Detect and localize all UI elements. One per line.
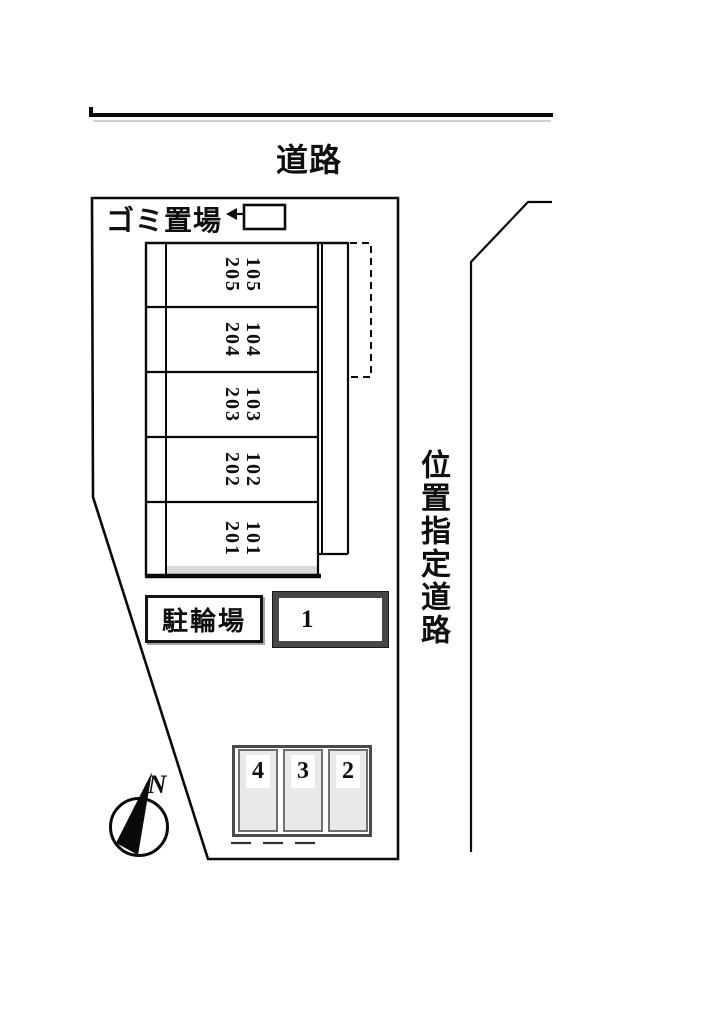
parking-space-1-label: 1 [301,605,314,633]
room-number-2f: 202 [221,451,243,488]
room-label: 103 203 [221,386,264,423]
room-number-2f: 205 [221,256,243,293]
property-boundary [90,196,400,861]
bicycle-parking-box: 駐輪場 [145,595,263,643]
room-label: 102 202 [221,451,264,488]
room-row-103-203: 103 203 [166,372,318,437]
parking-stall-2-label: 2 [336,755,360,788]
parking-stall-3: 3 [283,749,323,832]
building-bottom-shading [167,566,317,574]
room-row-104-204: 104 204 [166,307,318,372]
room-number-1f: 101 [242,521,264,557]
garbage-bin-rect [242,203,287,231]
room-row-102-202: 102 202 [166,437,318,502]
parking-stalls-box: 4 3 2 [232,745,372,837]
parking-stall-3-label: 3 [291,755,315,788]
room-number-1f: 102 [242,451,264,488]
side-road-boundary [469,200,552,852]
compass-needle-icon [116,772,152,855]
room-row-101-201: 101 201 [166,502,318,576]
room-number-1f: 103 [242,386,264,423]
parking-stall-2: 2 [328,749,368,832]
room-number-2f: 203 [221,386,243,423]
room-number-1f: 104 [242,321,264,358]
top-road-line [89,107,553,117]
room-number-2f: 201 [221,521,243,557]
room-label: 104 204 [221,321,264,358]
room-label: 105 205 [221,256,264,293]
room-number-2f: 204 [221,321,243,358]
compass-north-label: N [147,770,167,799]
room-row-105-205: 105 205 [166,242,318,307]
bicycle-parking-label: 駐輪場 [161,606,246,636]
side-road-label: 位置指定道路 [416,449,449,647]
garbage-area-label: ゴミ置場 [106,206,223,237]
parking-space-1-box: 1 [272,591,389,648]
parking-stall-4: 4 [238,749,278,832]
garbage-arrow-icon [226,208,237,220]
room-number-1f: 105 [242,256,264,293]
room-label: 101 201 [221,521,264,557]
top-road-label: 道路 [276,142,343,178]
dashed-area-outline [350,242,372,378]
parking-stall-4-label: 4 [246,755,270,788]
